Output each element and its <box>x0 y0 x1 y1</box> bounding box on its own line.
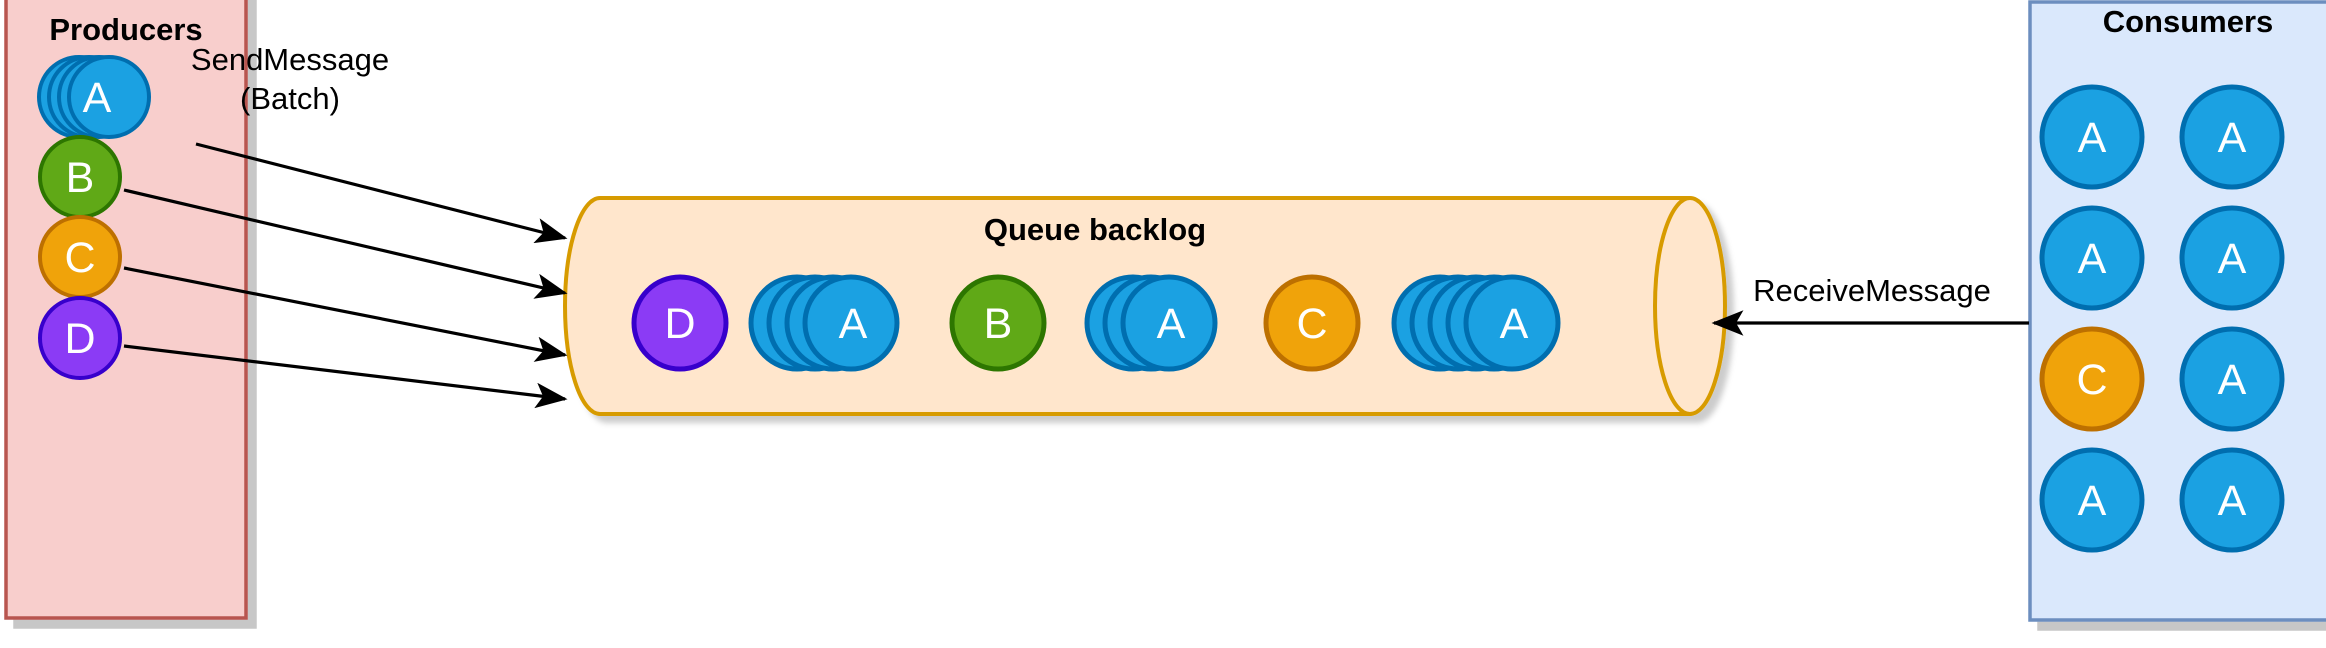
producer-node-d[interactable]: D <box>38 296 122 380</box>
queue-item-4[interactable]: A <box>1084 274 1218 372</box>
queue-item-6[interactable]: A <box>1391 274 1561 372</box>
consumer-label-r3c2: A <box>2218 356 2247 404</box>
consumer-node-r2c1[interactable]: A <box>2039 205 2145 311</box>
consumer-label-r4c2: A <box>2218 477 2247 525</box>
consumers-title: Consumers <box>2103 4 2274 39</box>
edge-producer-d-to-queue <box>123 344 568 409</box>
receive-message-label: ReceiveMessage <box>1753 273 1991 308</box>
queue-item-label-6: A <box>1500 300 1529 348</box>
producer-node-a[interactable]: A <box>37 55 151 139</box>
queue-item-label-5: C <box>1296 300 1327 348</box>
queue-item-3[interactable]: B <box>949 274 1047 372</box>
producer-label-a: A <box>83 74 112 122</box>
queue-item-label-4: A <box>1157 300 1186 348</box>
producer-label-d: D <box>64 315 95 363</box>
producer-label-c: C <box>64 234 95 282</box>
queue-item-label-1: D <box>664 300 695 348</box>
consumer-node-r2c2[interactable]: A <box>2179 205 2285 311</box>
consumer-label-r4c1: A <box>2078 477 2107 525</box>
queue-item-5[interactable]: C <box>1263 274 1361 372</box>
queue-item-label-3: B <box>984 300 1013 348</box>
consumer-label-r1c2: A <box>2218 114 2247 162</box>
queue-title: Queue backlog <box>984 212 1206 247</box>
edge-producer-b-to-queue <box>123 188 568 299</box>
producers-title: Producers <box>49 12 202 47</box>
consumer-label-r2c2: A <box>2218 235 2247 283</box>
edge-producer-a-to-queue <box>195 142 568 244</box>
queue-backlog-cylinder: Queue backlog D A B <box>563 196 1727 416</box>
producers-panel: Producers A B C D <box>4 0 248 620</box>
producer-label-b: B <box>66 154 95 202</box>
send-message-edges <box>123 142 568 409</box>
consumer-node-r4c1[interactable]: A <box>2039 447 2145 553</box>
consumer-label-r2c1: A <box>2078 235 2107 283</box>
consumers-panel: Consumers A A A A C <box>2028 0 2326 622</box>
consumer-node-r1c1[interactable]: A <box>2039 84 2145 190</box>
consumer-label-r3c1: C <box>2076 356 2107 404</box>
send-message-label-line2: (Batch) <box>240 81 340 116</box>
producer-node-c[interactable]: C <box>38 215 122 299</box>
queue-item-label-2: A <box>839 300 868 348</box>
consumer-node-r3c2[interactable]: A <box>2179 326 2285 432</box>
consumer-label-r1c1: A <box>2078 114 2107 162</box>
queue-item-2[interactable]: A <box>748 274 900 372</box>
edge-producer-c-to-queue <box>123 266 568 362</box>
consumer-node-r4c2[interactable]: A <box>2179 447 2285 553</box>
consumer-node-r3c1[interactable]: C <box>2039 326 2145 432</box>
queue-item-1[interactable]: D <box>631 274 729 372</box>
consumer-node-r1c2[interactable]: A <box>2179 84 2285 190</box>
producer-node-b[interactable]: B <box>38 135 122 219</box>
send-message-label-line1: SendMessage <box>191 42 389 77</box>
